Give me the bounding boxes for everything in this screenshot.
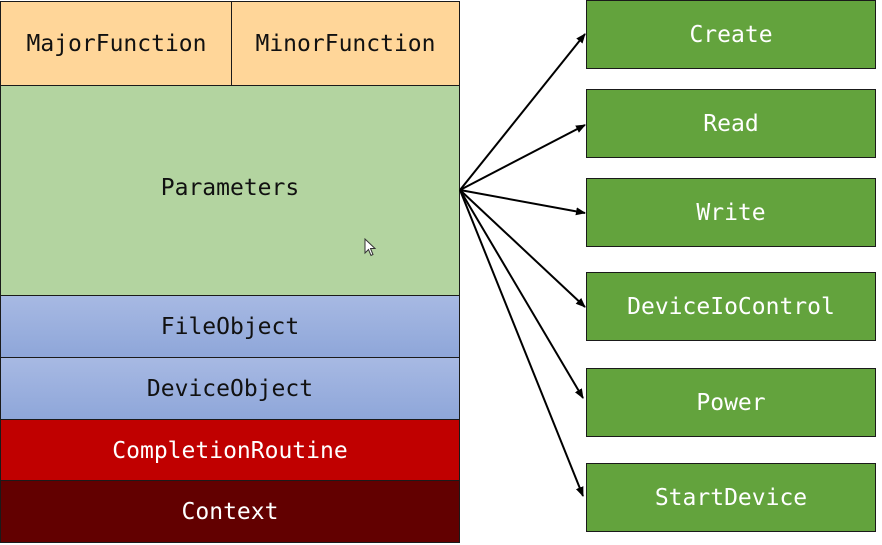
mouse-pointer-icon — [364, 238, 377, 257]
arrow-to-power — [459, 189, 584, 399]
function-box-create: Create — [586, 0, 876, 69]
arrow-to-write — [459, 189, 586, 216]
function-box-deviceiocontrol: DeviceIoControl — [586, 272, 876, 341]
device-object-label: DeviceObject — [146, 376, 314, 402]
arrow-to-create — [459, 33, 586, 191]
function-box-startdevice: StartDevice — [586, 463, 876, 532]
file-object-label: FileObject — [160, 314, 300, 340]
function-label-deviceiocontrol: DeviceIoControl — [627, 293, 835, 320]
parameters-label: Parameters — [160, 175, 300, 201]
arrow-to-read — [459, 124, 586, 191]
file-object-cell: FileObject — [0, 295, 460, 359]
minor-function-label: MinorFunction — [255, 31, 436, 57]
context-label: Context — [181, 498, 279, 525]
function-box-read: Read — [586, 89, 876, 158]
function-label-read: Read — [703, 110, 759, 137]
major-function-cell: MajorFunction — [0, 1, 233, 87]
arrow-to-deviceiocontrol — [459, 189, 586, 308]
completion-routine-label: CompletionRoutine — [112, 437, 348, 464]
arrow-to-startdevice — [459, 189, 584, 497]
major-function-label: MajorFunction — [26, 31, 207, 57]
function-box-write: Write — [586, 178, 876, 247]
function-label-startdevice: StartDevice — [654, 484, 808, 511]
completion-routine-cell: CompletionRoutine — [0, 419, 460, 482]
function-label-write: Write — [696, 199, 766, 226]
context-cell: Context — [0, 480, 460, 543]
function-label-create: Create — [689, 21, 773, 48]
parameters-cell: Parameters — [0, 85, 460, 297]
function-box-power: Power — [586, 368, 876, 437]
function-label-power: Power — [696, 389, 766, 416]
device-object-cell: DeviceObject — [0, 357, 460, 421]
